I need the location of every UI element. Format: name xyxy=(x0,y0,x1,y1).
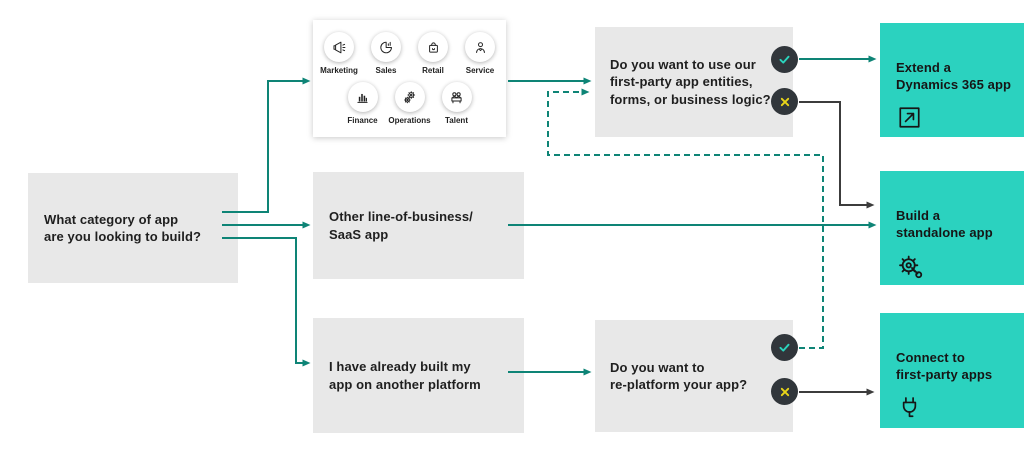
category-item-finance: Finance xyxy=(341,82,384,125)
outcome-connect-box: Connect to first-party apps xyxy=(880,313,1024,428)
replatform-question-box: Do you want to re-platform your app? xyxy=(595,320,793,432)
other-option-text: Other line-of-business/ SaaS app xyxy=(329,209,473,242)
category-label: Sales xyxy=(375,66,397,75)
plug-icon xyxy=(896,394,923,426)
replatform-question-text: Do you want to re-platform your app? xyxy=(610,359,748,392)
x-icon xyxy=(780,387,789,396)
no-badge-first-party xyxy=(771,88,798,115)
first-party-question-text: Do you want to use our first-party app e… xyxy=(610,57,771,107)
apps-row-top: Marketing Sales xyxy=(313,32,506,75)
category-label: Marketing xyxy=(320,66,358,75)
gear-wrench-icon xyxy=(896,252,925,286)
category-item-operations: Operations xyxy=(388,82,431,125)
outcome-standalone-box: Build a standalone app xyxy=(880,171,1024,285)
connector-q1no-to-standalone xyxy=(799,101,875,209)
category-item-sales: Sales xyxy=(365,32,408,75)
yes-badge-first-party xyxy=(771,46,798,73)
category-label: Operations xyxy=(388,116,431,125)
gears-icon xyxy=(394,82,425,112)
check-icon xyxy=(779,55,790,64)
check-icon xyxy=(779,343,790,352)
category-item-service: Service xyxy=(459,32,502,75)
pie-chart-icon xyxy=(371,32,401,62)
shopping-bag-icon xyxy=(418,32,448,62)
no-badge-replatform xyxy=(771,378,798,405)
outcome-extend-text: Extend a Dynamics 365 app xyxy=(896,60,1012,93)
apps-row-bottom: Finance Operations xyxy=(313,82,506,125)
built-option-text: I have already built my app on another p… xyxy=(329,359,481,392)
category-label: Retail xyxy=(422,66,444,75)
category-item-marketing: Marketing xyxy=(318,32,361,75)
other-option-box: Other line-of-business/ SaaS app xyxy=(313,172,524,279)
category-item-retail: Retail xyxy=(412,32,455,75)
x-icon xyxy=(780,97,789,106)
category-item-talent: Talent xyxy=(435,82,478,125)
outcome-standalone-text: Build a standalone app xyxy=(896,208,993,241)
yes-badge-replatform xyxy=(771,334,798,361)
bar-chart-icon xyxy=(347,82,378,112)
category-question-box: What category of app are you looking to … xyxy=(28,173,238,283)
first-party-question-box: Do you want to use our first-party app e… xyxy=(595,27,793,137)
dynamics-apps-panel: Marketing Sales xyxy=(313,20,506,137)
category-label: Service xyxy=(465,66,495,75)
people-icon xyxy=(441,82,472,112)
category-label: Finance xyxy=(347,116,378,125)
person-icon xyxy=(465,32,495,62)
built-option-box: I have already built my app on another p… xyxy=(313,318,524,433)
outcome-connect-text: Connect to first-party apps xyxy=(896,350,993,383)
category-label: Talent xyxy=(445,116,468,125)
external-link-icon xyxy=(896,104,923,136)
outcome-extend-box: Extend a Dynamics 365 app xyxy=(880,23,1024,137)
megaphone-icon xyxy=(324,32,354,62)
category-question-text: What category of app are you looking to … xyxy=(44,211,202,244)
